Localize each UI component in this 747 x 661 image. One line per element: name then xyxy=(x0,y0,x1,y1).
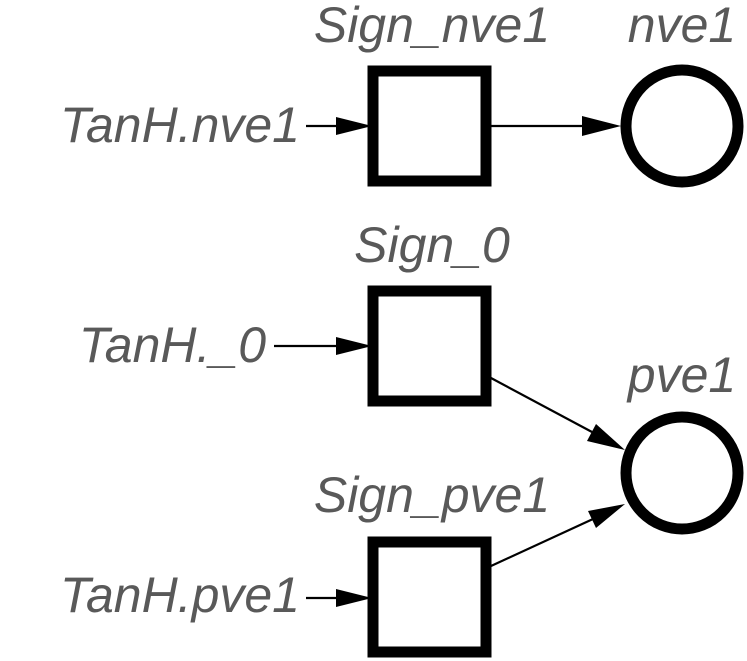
transition-label-sign-0: Sign_0 xyxy=(354,217,510,273)
edge-tanh-pve1-to-sign-pve1 xyxy=(306,589,372,607)
transition-sign-pve1 xyxy=(367,536,492,658)
edge-tanh-nve1-to-sign-nve1 xyxy=(306,117,372,135)
transition-label-sign-nve1: Sign_nve1 xyxy=(314,0,550,53)
edge-sign-0-to-pve1 xyxy=(490,377,625,450)
transition-label-sign-pve1: Sign_pve1 xyxy=(314,467,550,523)
input-label-tanh-nve1: TanH.nve1 xyxy=(60,97,300,153)
input-label-tanh-pve1: TanH.pve1 xyxy=(60,567,300,623)
transition-sign-nve1 xyxy=(367,65,492,187)
place-pve1 xyxy=(620,411,744,535)
place-label-nve1: nve1 xyxy=(628,0,736,53)
edge-sign-nve1-to-nve1 xyxy=(491,116,621,136)
place-nve1 xyxy=(620,64,744,188)
transition-sign-0 xyxy=(367,285,492,407)
place-label-pve1: pve1 xyxy=(626,347,736,403)
input-label-tanh-0: TanH._0 xyxy=(79,317,266,373)
edge-sign-pve1-to-pve1 xyxy=(490,504,625,567)
edge-tanh-0-to-sign-0 xyxy=(274,337,372,355)
